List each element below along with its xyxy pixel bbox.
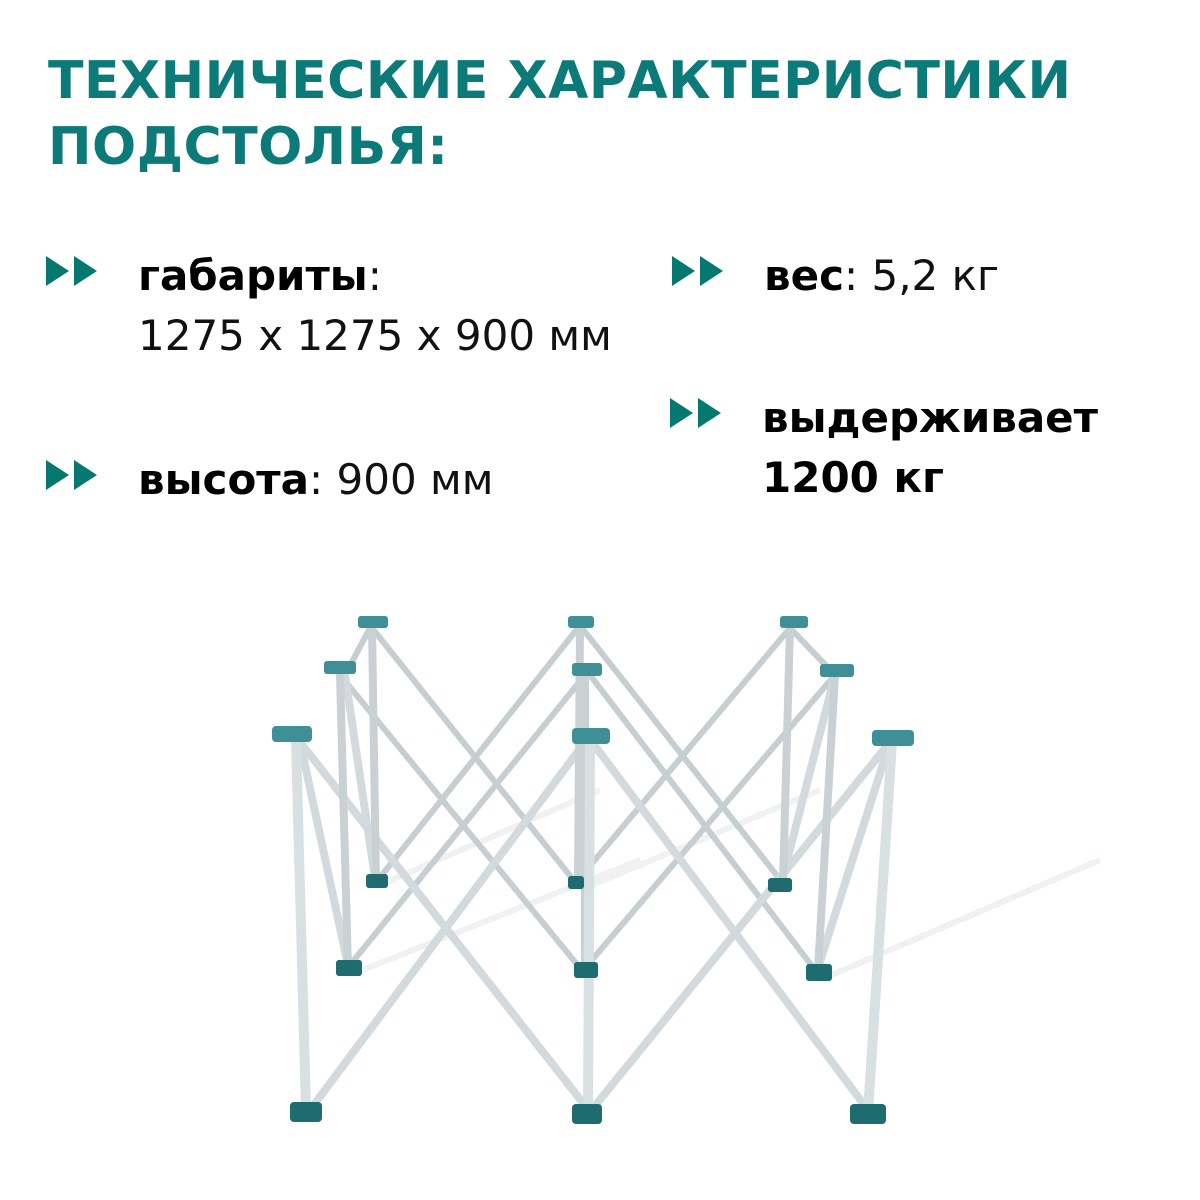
spec-label: вес [764, 251, 844, 300]
spec-value: 1275 х 1275 х 900 мм [138, 311, 612, 360]
page-title: ТЕХНИЧЕСКИЕ ХАРАКТЕРИСТИКИ ПОДСТОЛЬЯ: [48, 48, 1071, 180]
spec-label: габариты [138, 251, 368, 300]
spec-label: выдерживает [762, 393, 1098, 442]
title-line-1: ТЕХНИЧЕСКИЕ ХАРАКТЕРИСТИКИ [48, 51, 1072, 111]
spec-capacity: выдерживает 1200 кг [670, 388, 1098, 508]
product-image-table-base [272, 616, 1102, 1124]
double-arrow-right-icon [46, 460, 102, 490]
spec-value: 900 мм [336, 455, 494, 504]
double-arrow-right-icon [46, 256, 102, 286]
title-line-2: ПОДСТОЛЬЯ: [48, 117, 449, 177]
spec-dimensions: габариты: 1275 х 1275 х 900 мм [46, 246, 612, 366]
double-arrow-right-icon [672, 256, 728, 286]
spec-value: 5,2 кг [871, 251, 1000, 300]
spec-label: высота [138, 455, 309, 504]
spec-weight: вес: 5,2 кг [672, 246, 999, 306]
double-arrow-right-icon [670, 398, 726, 428]
spec-height: высота: 900 мм [46, 450, 493, 510]
spec-value: 1200 кг [762, 453, 944, 502]
